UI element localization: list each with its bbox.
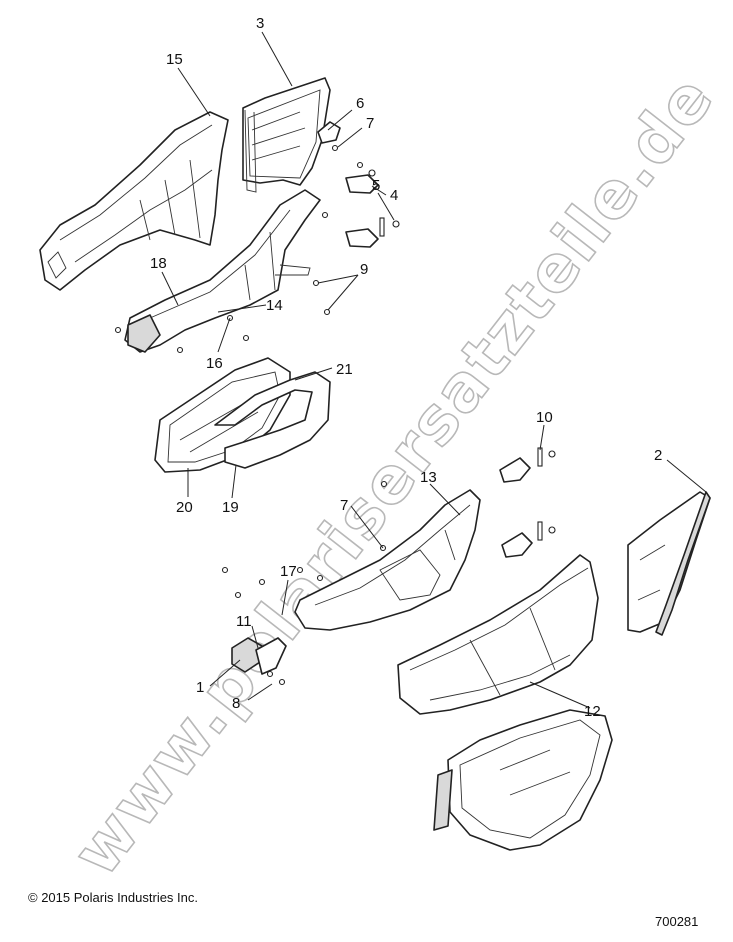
callout-10: 10 — [536, 409, 553, 426]
callout-19: 19 — [222, 499, 239, 516]
callout-7b: 7 — [340, 497, 348, 514]
callout-20: 20 — [176, 499, 193, 516]
callout-5: 5 — [372, 177, 380, 194]
part-21-grab-bar — [214, 371, 331, 469]
callout-11: 11 — [236, 613, 252, 630]
fasteners-upper — [114, 144, 364, 354]
part-12-door-skin — [397, 554, 599, 715]
callout-16: 16 — [206, 355, 223, 372]
callout-18: 18 — [150, 255, 167, 272]
part-3-door-insert — [242, 77, 331, 193]
callout-2: 2 — [654, 447, 662, 464]
copyright-notice: © 2015 Polaris Industries Inc. — [28, 890, 198, 905]
part-10-hinge — [499, 447, 556, 558]
callout-14: 14 — [266, 297, 283, 314]
door-assembly-view — [433, 709, 613, 851]
callout-6: 6 — [356, 95, 364, 112]
part-2-side-panel — [627, 491, 711, 636]
callout-13: 13 — [420, 469, 437, 486]
callout-1: 1 — [196, 679, 204, 696]
callout-12: 12 — [584, 703, 601, 720]
part-11-latch — [231, 637, 287, 675]
callout-8: 8 — [232, 695, 240, 712]
leader-lines — [161, 31, 707, 709]
part-15-side-panel — [39, 111, 229, 291]
callout-3: 3 — [256, 15, 264, 32]
fasteners-lower — [221, 480, 388, 686]
callouts: 15 3 6 7 4 5 18 14 9 16 21 20 19 10 2 13… — [150, 15, 662, 720]
callout-9: 9 — [360, 261, 368, 278]
part-18-door-frame — [124, 189, 321, 353]
callout-17: 17 — [280, 563, 297, 580]
callout-15: 15 — [166, 51, 183, 68]
callout-4: 4 — [390, 187, 398, 204]
part-6-bumper — [317, 121, 341, 144]
callout-7: 7 — [366, 115, 374, 132]
drawing-number: 700281 — [655, 914, 699, 929]
part-4-hinge — [345, 169, 379, 194]
part-5-hinge — [345, 217, 400, 248]
part-13-door-frame — [294, 489, 481, 631]
callout-21: 21 — [336, 361, 353, 378]
